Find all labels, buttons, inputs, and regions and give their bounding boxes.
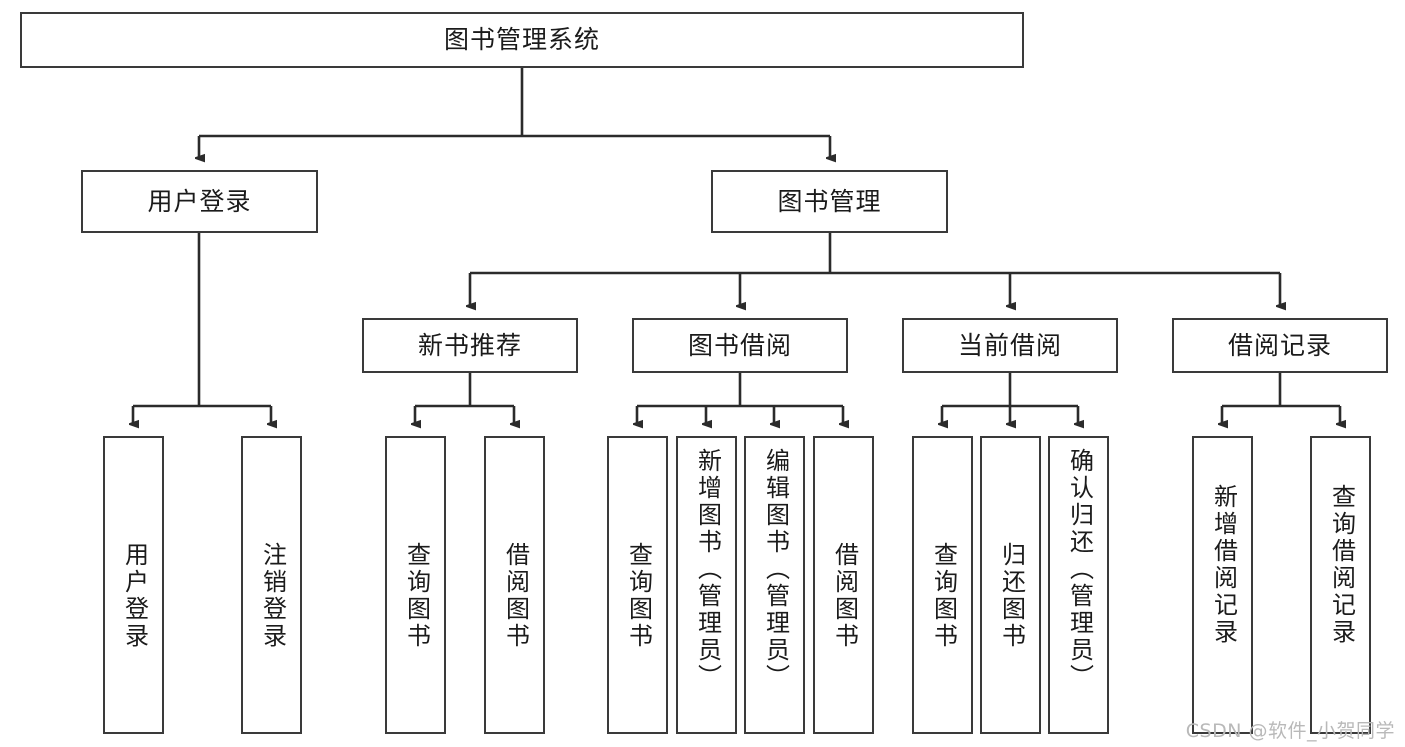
leaf-query-book-current[interactable]: 查询图书 <box>912 436 973 734</box>
leaf-user-login[interactable]: 用户登录 <box>103 436 164 734</box>
node-label: 查询图书 <box>624 542 653 650</box>
node-label: 新增借阅记录 <box>1209 484 1238 646</box>
node-label: 借阅图书 <box>830 542 859 650</box>
leaf-add-book[interactable]: 新增图书（管理员） <box>676 436 737 734</box>
leaf-query-borrow-record[interactable]: 查询借阅记录 <box>1310 436 1371 734</box>
node-label: 编辑图书（管理员） <box>761 448 790 691</box>
node-current-borrow[interactable]: 当前借阅 <box>902 318 1118 373</box>
node-label: 图书管理 <box>777 186 882 216</box>
node-label: 查询图书 <box>929 542 958 650</box>
leaf-borrow-book-recommend[interactable]: 借阅图书 <box>484 436 545 734</box>
leaf-query-book-borrow[interactable]: 查询图书 <box>607 436 668 734</box>
leaf-confirm-return[interactable]: 确认归还（管理员） <box>1048 436 1109 734</box>
node-label: 新增图书（管理员） <box>693 448 722 691</box>
node-label: 借阅记录 <box>1227 330 1332 360</box>
node-label: 新书推荐 <box>417 330 522 360</box>
node-label: 确认归还（管理员） <box>1065 448 1094 691</box>
node-label: 归还图书 <box>997 542 1026 650</box>
node-label: 图书借阅 <box>687 330 792 360</box>
node-borrow-record[interactable]: 借阅记录 <box>1172 318 1388 373</box>
node-root-book-management-system[interactable]: 图书管理系统 <box>20 12 1024 68</box>
node-label: 图书管理系统 <box>443 25 600 55</box>
leaf-add-borrow-record[interactable]: 新增借阅记录 <box>1192 436 1253 734</box>
leaf-borrow-book[interactable]: 借阅图书 <box>813 436 874 734</box>
csdn-watermark: CSDN @软件_小贺同学 <box>1185 720 1395 742</box>
leaf-query-book-recommend[interactable]: 查询图书 <box>385 436 446 734</box>
node-label: 查询图书 <box>402 542 431 650</box>
node-book-borrow[interactable]: 图书借阅 <box>632 318 848 373</box>
node-label: 查询借阅记录 <box>1327 484 1356 646</box>
node-label: 用户登录 <box>147 186 252 216</box>
node-new-book-recommend[interactable]: 新书推荐 <box>362 318 578 373</box>
node-label: 当前借阅 <box>957 330 1062 360</box>
node-book-manage[interactable]: 图书管理 <box>711 170 948 233</box>
leaf-return-book[interactable]: 归还图书 <box>980 436 1041 734</box>
node-user-login[interactable]: 用户登录 <box>81 170 318 233</box>
node-label: 注销登录 <box>258 542 287 650</box>
leaf-logout[interactable]: 注销登录 <box>241 436 302 734</box>
leaf-edit-book[interactable]: 编辑图书（管理员） <box>744 436 805 734</box>
node-label: 借阅图书 <box>501 542 530 650</box>
node-label: 用户登录 <box>120 542 149 650</box>
